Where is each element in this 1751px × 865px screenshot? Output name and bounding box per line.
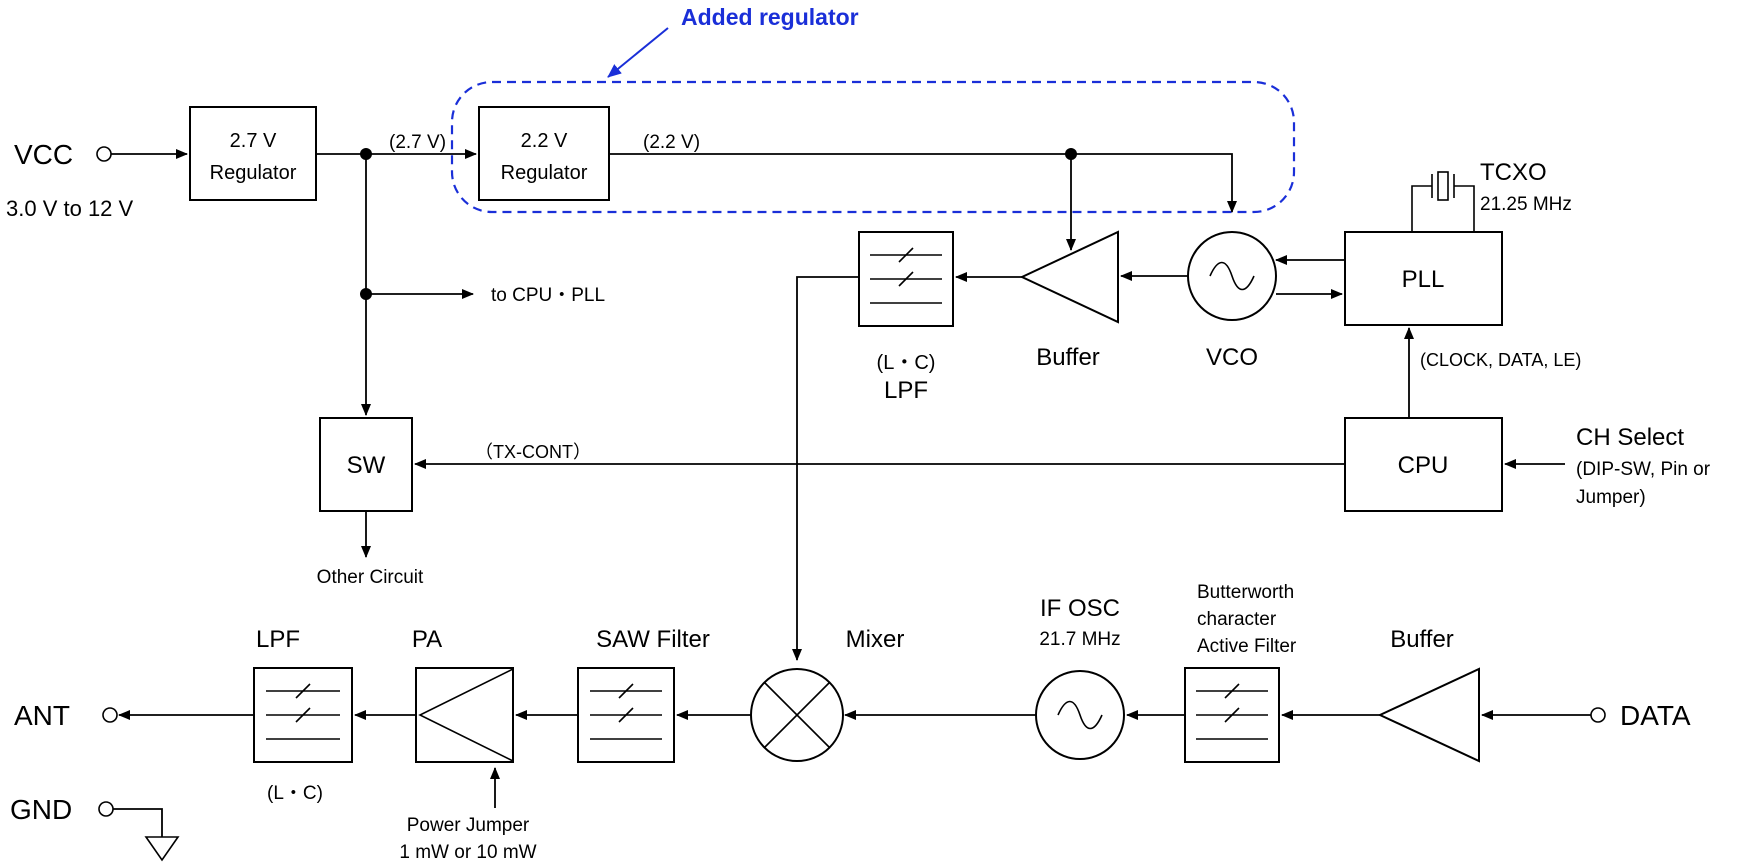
lpf-to-mixer-wire: [792, 276, 859, 661]
buffer-bottom-label: Buffer: [1390, 626, 1454, 653]
added-regulator-pointer: [607, 27, 669, 78]
gnd-label: GND: [10, 794, 72, 825]
pa-label: PA: [412, 626, 442, 653]
vcc-label: VCC: [14, 139, 73, 170]
pa-box: [415, 667, 514, 763]
rail-2v2-wire: [609, 153, 1237, 213]
lpf-bottom-symbol-icon: [266, 683, 340, 740]
lpf-bottom-label: LPF: [256, 626, 300, 653]
gnd-wire: [113, 808, 163, 837]
regulator-2v2-line1: 2.2 V: [521, 130, 568, 152]
ch-select-title: CH Select: [1576, 424, 1684, 451]
power-section: VCC 3.0 V to 12 V 2.7 V Regulator (2.7 V…: [6, 106, 1237, 416]
lpf-top-lc-label: (L・C): [877, 352, 936, 374]
active-filter-line2: character: [1197, 609, 1277, 630]
rail-2v7-label: (2.7 V): [389, 132, 446, 153]
sw-label: SW: [347, 452, 386, 479]
tcxo-label: TCXO: [1480, 159, 1547, 186]
to-cpu-pll-label: to CPU・PLL: [491, 285, 605, 306]
lower-chain: DATA Buffer Butterworth character Active…: [10, 582, 1691, 863]
sw-box: [319, 417, 413, 512]
active-filter-symbol-icon: [1196, 683, 1268, 740]
added-regulator-highlight: Added regulator: [450, 4, 1296, 214]
buffer-top-label: Buffer: [1036, 344, 1100, 371]
cpu-box: [1344, 417, 1503, 512]
buffer-bottom-triangle: [1377, 667, 1480, 763]
ant-label: ANT: [14, 700, 70, 731]
regulator-2v2-box: [478, 106, 610, 201]
saw-filter-symbol-icon: [590, 683, 662, 740]
pll-bus-label: (CLOCK, DATA, LE): [1420, 350, 1581, 370]
regulator-2v7-line1: 2.7 V: [230, 130, 277, 152]
data-terminal: [1590, 707, 1606, 723]
vcc-range-label: 3.0 V to 12 V: [6, 196, 134, 221]
data-label: DATA: [1620, 700, 1691, 731]
ch-select-line2: (DIP-SW, Pin or: [1576, 459, 1711, 480]
added-regulator-outline: [450, 80, 1296, 214]
upper-chain: VCO Buffer (L・C) LPF: [792, 230, 1345, 661]
if-osc-freq-label: 21.7 MHz: [1039, 629, 1120, 650]
active-filter-line1: Butterworth: [1197, 582, 1294, 603]
if-osc-sine-icon: [1057, 700, 1103, 730]
other-circuit-label: Other Circuit: [317, 567, 424, 588]
added-regulator-label: Added regulator: [681, 4, 859, 30]
vco-label: VCO: [1206, 344, 1258, 371]
power-jumper-line1: Power Jumper: [407, 815, 530, 836]
regulator-2v2-line2: Regulator: [501, 162, 588, 184]
rail-2v2-label: (2.2 V): [643, 132, 700, 153]
ch-select-line3: Jumper): [1576, 487, 1646, 508]
control-section: SW Other Circuit （TX-CONT） CPU CH Select…: [317, 159, 1711, 588]
active-filter-line3: Active Filter: [1197, 636, 1297, 657]
tcxo-freq-label: 21.25 MHz: [1480, 194, 1572, 215]
lpf-bottom-lc-label: (L・C): [267, 783, 323, 804]
tx-cont-label: （TX-CONT）: [475, 442, 591, 462]
regulator-2v7-box: [189, 106, 317, 201]
crystal-icon: [1411, 171, 1475, 232]
pll-label: PLL: [1402, 266, 1445, 293]
if-osc-label: IF OSC: [1040, 595, 1120, 622]
pll-box: [1344, 231, 1503, 326]
lpf-top-symbol-icon: [870, 247, 942, 304]
saw-filter-label: SAW Filter: [596, 626, 710, 653]
regulator-2v7-line2: Regulator: [210, 162, 297, 184]
ground-icon: [144, 836, 180, 862]
buffer-top-triangle: [1019, 230, 1119, 324]
power-jumper-line2: 1 mW or 10 mW: [399, 842, 536, 863]
pa-amplifier-icon: [418, 668, 514, 762]
cpu-label: CPU: [1398, 452, 1449, 479]
ant-terminal: [102, 707, 118, 723]
mixer-label: Mixer: [846, 626, 905, 653]
vcc-terminal: [96, 146, 112, 162]
gnd-terminal: [98, 801, 114, 817]
mixer-icon: [750, 668, 844, 762]
vco-sine-icon: [1209, 261, 1255, 291]
lpf-top-label: LPF: [884, 377, 928, 404]
